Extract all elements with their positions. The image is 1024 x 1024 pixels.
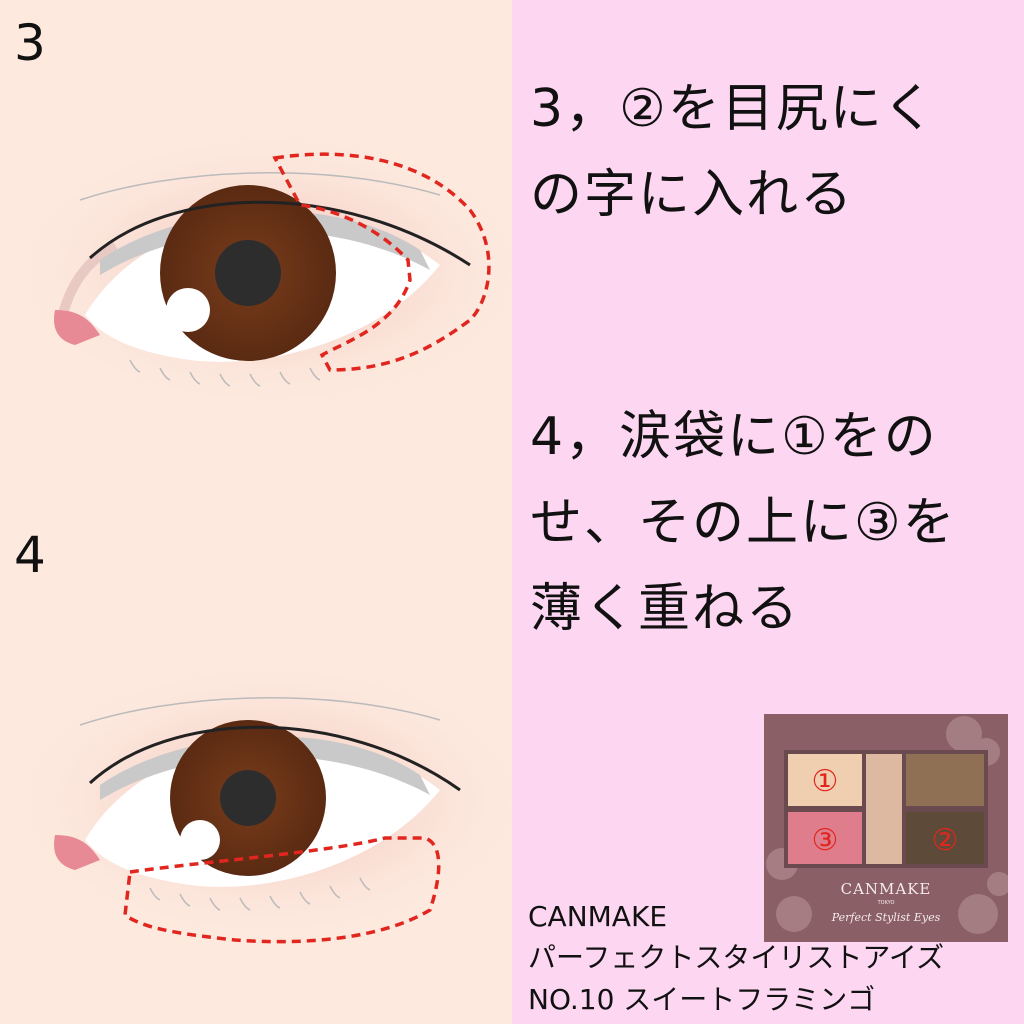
upper-lid-shade xyxy=(100,736,430,800)
pan-center xyxy=(866,754,902,864)
step-3-number: 3 xyxy=(14,14,46,72)
pan-2 xyxy=(906,812,984,864)
eyelid-crease xyxy=(79,172,441,201)
eye-illustration-step-4 xyxy=(10,660,512,944)
palette-script-name: Perfect Stylist Eyes xyxy=(831,911,941,924)
pan-3 xyxy=(788,812,862,864)
instruction-step-3-line-1: 3，②を目尻にく xyxy=(530,79,937,139)
pan-1 xyxy=(788,754,862,806)
upper-lash-line xyxy=(88,200,471,267)
instruction-step-3-line-2: の字に入れる xyxy=(530,165,855,225)
instruction-step-4-line-3: 薄く重ねる xyxy=(530,579,801,639)
palette-brand: CANMAKE xyxy=(841,880,932,898)
dashed-guide-tear-bag xyxy=(123,836,441,944)
pan-1-label: ① xyxy=(812,764,839,799)
upper-lash-line xyxy=(88,725,461,792)
caption-brand: CANMAKE xyxy=(528,900,668,933)
lower-lashes xyxy=(149,877,371,911)
instruction-step-4: 4，涙袋に①をの せ、その上に③を 薄く重ねる xyxy=(530,394,957,652)
instruction-step-3: 3，②を目尻にく の字に入れる xyxy=(530,66,937,238)
pupil xyxy=(220,770,276,826)
caption-product-name: パーフェクトスタイリストアイズ xyxy=(528,941,945,974)
tear-duct xyxy=(54,835,100,870)
instruction-step-4-line-2: せ、その上に③を xyxy=(530,493,957,553)
tear-duct xyxy=(54,310,100,345)
palette-brand-sub: TOKYO xyxy=(877,900,895,906)
caption-shade: NO.10 スイートフラミンゴ xyxy=(528,983,876,1016)
eye-highlight xyxy=(166,288,210,332)
pupil xyxy=(215,240,281,306)
pan-3-label: ③ xyxy=(812,823,839,858)
eye-highlight xyxy=(180,820,220,860)
instruction-step-4-line-1: 4，涙袋に①をの xyxy=(530,407,938,467)
eye-illustration-step-3 xyxy=(10,130,512,410)
eyelid-crease xyxy=(79,697,441,726)
eyeshadow-palette-image: ① ③ ② CANMAKE TOKYO Perfect Stylist Eyes xyxy=(764,714,1008,942)
pan-2-label: ② xyxy=(932,823,959,858)
pan-top-right xyxy=(906,754,984,806)
dashed-guide-outer-corner xyxy=(272,152,491,372)
lower-lashes xyxy=(129,359,321,387)
step-4-number: 4 xyxy=(14,526,46,584)
